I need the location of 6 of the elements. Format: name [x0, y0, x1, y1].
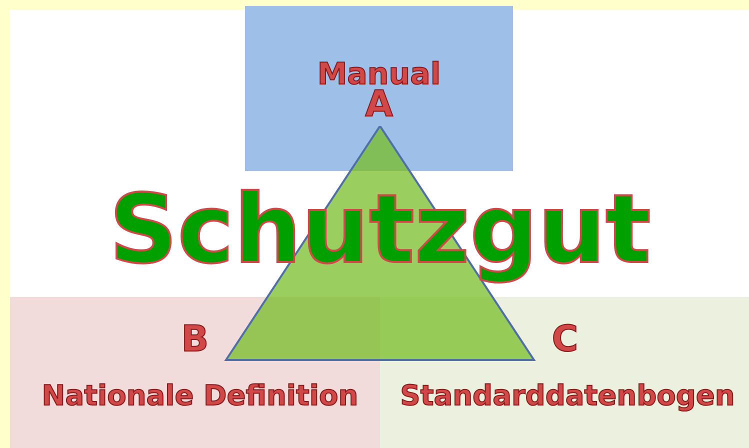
region-label: Standarddatenbogen	[399, 380, 736, 412]
letter-label: B	[180, 319, 210, 360]
area-panel	[245, 6, 513, 171]
letter-label: C	[550, 319, 580, 360]
region-label: Nationale Definition	[40, 380, 360, 412]
letter-label: A	[365, 84, 393, 126]
